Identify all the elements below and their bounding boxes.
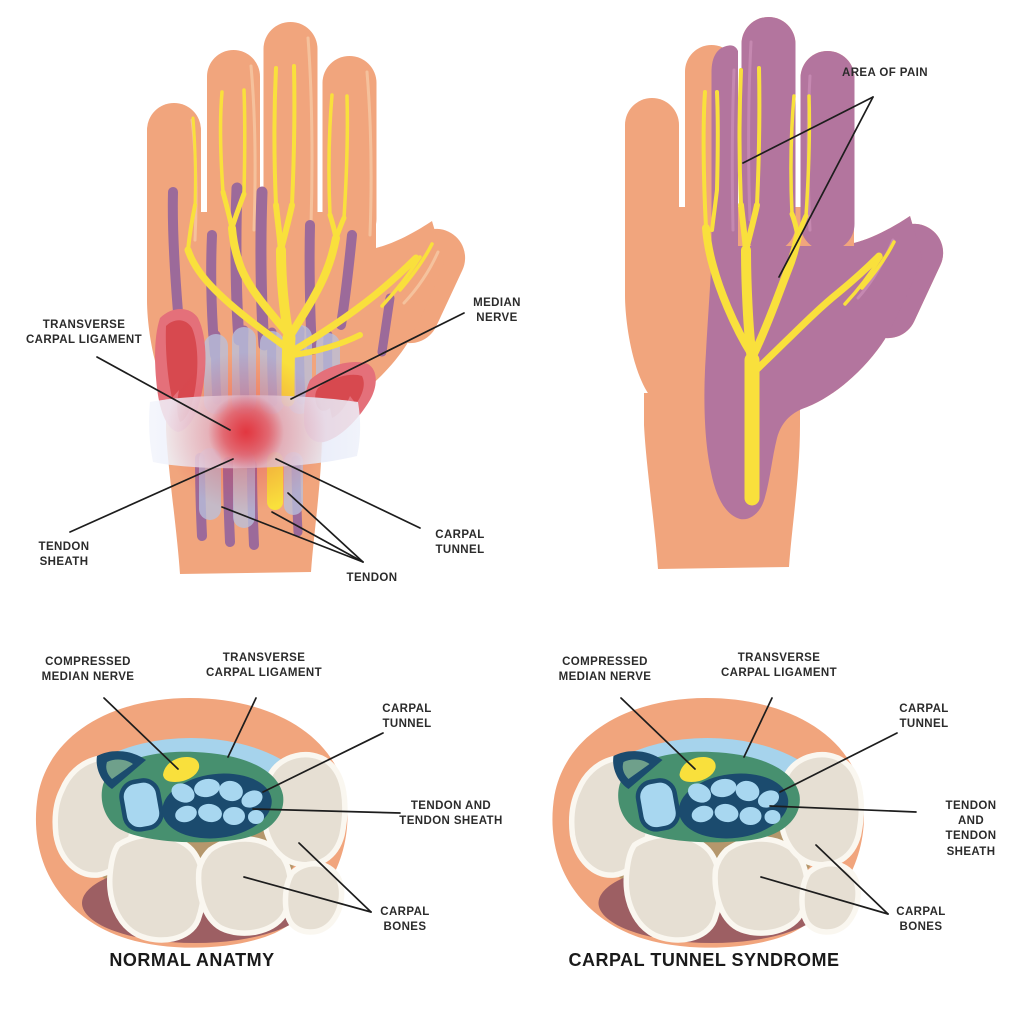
- median-nerve-tree: [184, 64, 434, 407]
- leader-area-of-pain-1: [742, 96, 874, 164]
- leader-tendon-and-sheath: [769, 805, 917, 813]
- leader-tendon-2: [271, 511, 364, 563]
- label-median-nerve: MEDIAN NERVE: [473, 297, 521, 325]
- hand-anatomy-illustration: [69, 22, 466, 574]
- title-normal-anatomy: NORMAL ANATMY: [109, 950, 275, 970]
- label-area-of-pain: AREA OF PAIN: [842, 67, 928, 79]
- pain-map-hand-illustration: [625, 17, 944, 569]
- leader-lines: [69, 312, 465, 563]
- label-transverse-carpal-ligament-cts: TRANSVERSE CARPAL LIGAMENT: [720, 652, 838, 680]
- leader-lines: [742, 96, 874, 278]
- leader-lines-normal-cross: [103, 697, 401, 913]
- label-transverse-carpal-ligament: TRANSVERSE CARPAL LIGAMENT: [25, 319, 143, 347]
- normal-cross-section-illustration: [36, 698, 348, 948]
- label-carpal-bones-normal: CARPAL BONES: [380, 906, 430, 934]
- leader-carpal-bones-1: [298, 842, 372, 913]
- cts-cross-section-illustration: [552, 698, 864, 948]
- leader-carpal-bones-2: [760, 876, 889, 915]
- leader-carpal-tunnel: [262, 732, 384, 793]
- label-tendon: TENDON: [346, 572, 398, 584]
- leader-median-nerve: [290, 312, 465, 400]
- label-tendon-and-tendon-sheath-cts: TENDON AND TENDON SHEATH: [945, 800, 997, 858]
- label-transverse-carpal-ligament-normal: TRANSVERSE CARPAL LIGAMENT: [205, 652, 323, 680]
- leader-lines-cts-cross: [620, 697, 917, 915]
- leader-carpal-bones-2: [243, 876, 372, 913]
- leader-area-of-pain-2: [778, 96, 874, 278]
- leader-tendon-and-sheath: [252, 808, 401, 814]
- leader-transverse-carpal-ligament: [227, 697, 257, 758]
- label-tendon-sheath: TENDON SHEATH: [38, 541, 90, 569]
- label-carpal-bones-cts: CARPAL BONES: [896, 906, 946, 934]
- leader-transverse-carpal-ligament: [96, 356, 231, 431]
- label-carpal-tunnel-cts: CARPAL TUNNEL: [899, 703, 949, 731]
- title-carpal-tunnel-syndrome: CARPAL TUNNEL SYNDROME: [568, 950, 840, 970]
- leader-compressed-median-nerve: [620, 697, 696, 770]
- leader-carpal-tunnel: [779, 732, 898, 793]
- label-compressed-median-nerve-cts: COMPRESSED MEDIAN NERVE: [558, 656, 652, 684]
- label-carpal-tunnel: CARPAL TUNNEL: [435, 529, 485, 557]
- leader-carpal-tunnel: [275, 458, 421, 529]
- label-carpal-tunnel-normal: CARPAL TUNNEL: [382, 703, 432, 731]
- leader-compressed-median-nerve: [103, 697, 179, 770]
- leader-tendon-1: [221, 506, 364, 563]
- leader-tendon-sheath: [69, 458, 234, 533]
- leader-tendon-3: [287, 492, 364, 563]
- label-tendon-and-tendon-sheath-normal: TENDON AND TENDON SHEATH: [399, 800, 503, 828]
- leader-transverse-carpal-ligament: [743, 697, 773, 758]
- inflammation-core: [208, 394, 284, 470]
- leader-carpal-bones-1: [815, 844, 889, 915]
- label-compressed-median-nerve-normal: COMPRESSED MEDIAN NERVE: [41, 656, 135, 684]
